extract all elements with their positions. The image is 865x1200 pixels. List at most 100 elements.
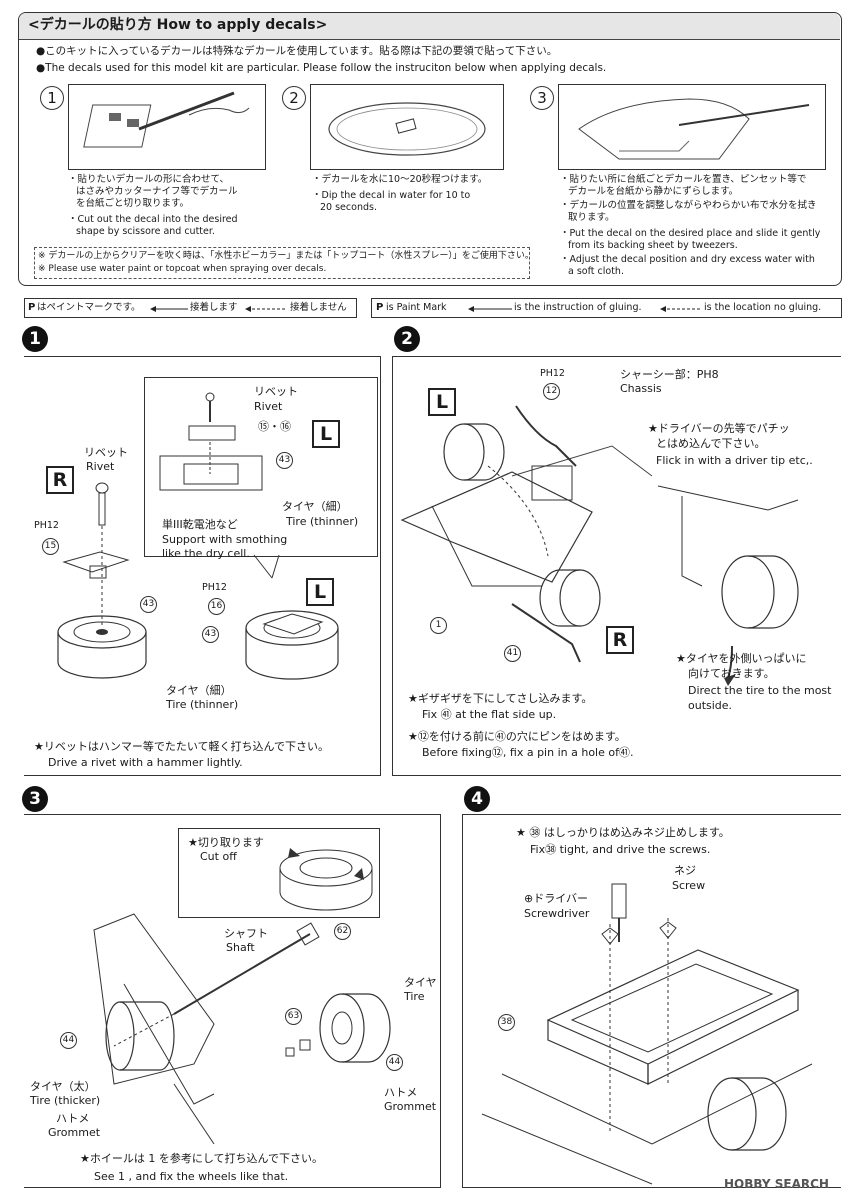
decal-intro-jp: ●このキットに入っているデカールは特殊なデカールを使用しています。貼る際は下記の… xyxy=(36,45,558,57)
step-1-rivet-jp: リベット xyxy=(254,385,298,398)
step-1-ref-43-inset: 43 xyxy=(276,452,293,469)
step-1-battery-en2: like the dry cell. xyxy=(162,547,250,560)
decal-step-1-jp-1: はさみやカッターナイフ等でデカール xyxy=(76,186,238,197)
step-1-inset xyxy=(144,377,378,557)
step-3-shaft-en: Shaft xyxy=(226,941,255,954)
step-1-rivet-en: Rivet xyxy=(254,400,283,413)
decal-intro-en: ●The decals used for this model kit are … xyxy=(36,62,607,74)
step-1-ref-16: 16 xyxy=(208,598,225,615)
step-2-pin-en: Before fixing⑫, fix a pin in a hole of㊶. xyxy=(422,746,634,759)
cutting-decal-drawing xyxy=(83,91,250,148)
legend-jp-p-icon: P xyxy=(28,302,36,313)
step-3-grommet-jp: ハトメ xyxy=(56,1112,90,1125)
decal-step-1-en-1: shape by scissore and cutter. xyxy=(76,226,215,237)
step-2-drawing xyxy=(400,405,799,686)
step-1-ref-15: 15 xyxy=(42,538,59,555)
legend-en-glue: is the instruction of gluing. xyxy=(514,302,642,313)
step-1-ph12a: PH12 xyxy=(34,520,59,531)
step-3-wheel-jp: ★ホイールは 1 を参考にして打ち込んで下さい。 xyxy=(80,1152,323,1165)
step-2-ph12: PH12 xyxy=(540,368,565,379)
decal-step-3-en-0: ・Put the decal on the desired place and … xyxy=(560,228,821,239)
step-2-ref-41: 41 xyxy=(504,645,521,662)
step-2-tire-jp2: 向けておきます。 xyxy=(688,667,775,680)
step-3-tire-jp: タイヤ xyxy=(404,976,437,989)
glue-arrow-en-icon xyxy=(468,306,512,312)
step-3-grommet2-en: Grommet xyxy=(384,1100,437,1113)
legend-en-box xyxy=(371,298,842,318)
step-3-ref-62: 62 xyxy=(334,923,351,940)
legend-jp-glue: 接着します xyxy=(190,302,238,313)
noglue-arrow-en-icon xyxy=(660,306,700,312)
step-3-grommet2-jp: ハトメ xyxy=(384,1086,418,1099)
step-2-ref-12: 12 xyxy=(543,383,560,400)
step-1-part-15-16: ⑮・⑯ xyxy=(258,420,291,433)
legend-en-paint: is Paint Mark xyxy=(386,302,447,313)
step-2-flick-jp2: とはめ込んで下さい。 xyxy=(656,437,766,450)
decal-step-3-en-1: from its backing sheet by tweezers. xyxy=(568,240,738,251)
decal-header-bar xyxy=(19,13,840,40)
decal-step-2-en-0: ・Dip the decal in water for 10 to xyxy=(312,190,471,201)
step-1-inset-L: L xyxy=(312,420,340,448)
step-1-badge: 1 xyxy=(22,326,48,352)
step-2-chassis-jp: シャーシー部：PH8 xyxy=(620,368,719,381)
step-1-rivet2-en: Rivet xyxy=(86,460,115,473)
step-1-tire-thin-jp: タイヤ（細） xyxy=(282,500,348,513)
step-2-tire-en1: Direct the tire to the most xyxy=(688,684,832,697)
glue-arrow-icon xyxy=(150,306,188,312)
decal-note-box xyxy=(34,247,530,279)
step-2-R: R xyxy=(606,626,634,654)
step-4-screw-jp: ネジ xyxy=(674,864,696,877)
step-2-fix-jp: ★ギザギザを下にしてさし込みます。 xyxy=(408,692,593,705)
step-3-ref-63: 63 xyxy=(285,1008,302,1025)
decal-header: <デカールの貼り方 How to apply decals> xyxy=(28,17,328,33)
step-1-battery-en1: Support with smothing xyxy=(162,533,288,546)
step-1-tire-thin2-jp: タイヤ（細） xyxy=(166,684,232,697)
decal-step-1-en-0: ・Cut out the decal into the desired xyxy=(68,214,238,225)
step-4-note-en: Fix㊳ tight, and drive the screws. xyxy=(530,843,711,856)
step-1-tire-thin2-en: Tire (thinner) xyxy=(166,698,239,711)
step-3-ref-44-right: 44 xyxy=(386,1054,403,1071)
step-4-driver-jp: ⊕ドライバー xyxy=(524,892,588,905)
step-1-tire-thin-en: Tire (thinner) xyxy=(286,515,359,528)
decal-step-2-illustration xyxy=(310,84,504,170)
step-4-drawing xyxy=(481,883,813,1185)
step-2-chassis-en: Chassis xyxy=(620,382,662,395)
step-3-badge: 3 xyxy=(22,786,48,812)
decal-note-en: ※ Please use water paint or topcoat when… xyxy=(38,264,327,274)
step-3-shaft-jp: シャフト xyxy=(224,927,268,940)
step-4-driver-en: Screwdriver xyxy=(524,907,590,920)
decal-step-1-jp-0: ・貼りたいデカールの形に合わせて、 xyxy=(68,174,230,185)
step-2-L: L xyxy=(428,388,456,416)
step-2-flick-en: Flick in with a driver tip etc,. xyxy=(656,454,813,467)
decal-step-2-number: 2 xyxy=(282,86,306,110)
decal-step-3-jp-2: ・デカールの位置を調整しながらやわらかい布で水分を拭き xyxy=(560,200,817,211)
step-4-panel xyxy=(462,814,841,1188)
decal-step-3-en-3: a soft cloth. xyxy=(568,266,624,277)
step-1-ref-43-right: 43 xyxy=(202,626,219,643)
step-1-battery-jp: 単III乾電池など xyxy=(162,518,238,531)
step-3-drawing xyxy=(93,848,391,1145)
decal-step-3-jp-1: デカールを台紙から静かにずらします。 xyxy=(568,186,739,197)
step-2-ref-1: 1 xyxy=(430,617,447,634)
decal-step-1-jp-2: を台紙ごと切り取ります。 xyxy=(76,198,190,209)
step-2-tire-jp1: ★タイヤを外側いっぱいに xyxy=(676,652,807,665)
step-4-ref-38: 38 xyxy=(498,1014,515,1031)
decal-step-3-illustration xyxy=(558,84,826,170)
water-dish-drawing xyxy=(328,102,486,156)
legend-en-noglue: is the location no gluing. xyxy=(704,302,822,313)
step-1-R: R xyxy=(46,466,74,494)
decal-step-3-en-2: ・Adjust the decal position and dry exces… xyxy=(560,254,815,265)
step-3-grommet-en: Grommet xyxy=(48,1126,101,1139)
step-3-ref-44-left: 44 xyxy=(60,1032,77,1049)
legend-jp-noglue: 接着しません xyxy=(290,302,347,313)
decal-note-jp: ※ デカールの上からクリアーを吹く時は、「水性ホビーカラー」または「トップコート… xyxy=(38,251,534,261)
step-2-pin-jp: ★⑫を付ける前に㊶の穴にピンをはめます。 xyxy=(408,730,626,743)
step-1-ph12b: PH12 xyxy=(202,582,227,593)
step-3-cut-en: Cut off xyxy=(200,850,237,863)
step-2-flick-jp1: ★ドライバーの先等でパチッ xyxy=(648,422,790,435)
hobby-search-watermark: HOBBY SEARCH xyxy=(724,1177,829,1191)
step-2-fix-en: Fix ㊶ at the flat side up. xyxy=(422,708,557,721)
decal-step-2-en-1: 20 seconds. xyxy=(320,202,377,213)
step-3-inset xyxy=(178,828,380,918)
decal-step-3-number: 3 xyxy=(530,86,554,110)
